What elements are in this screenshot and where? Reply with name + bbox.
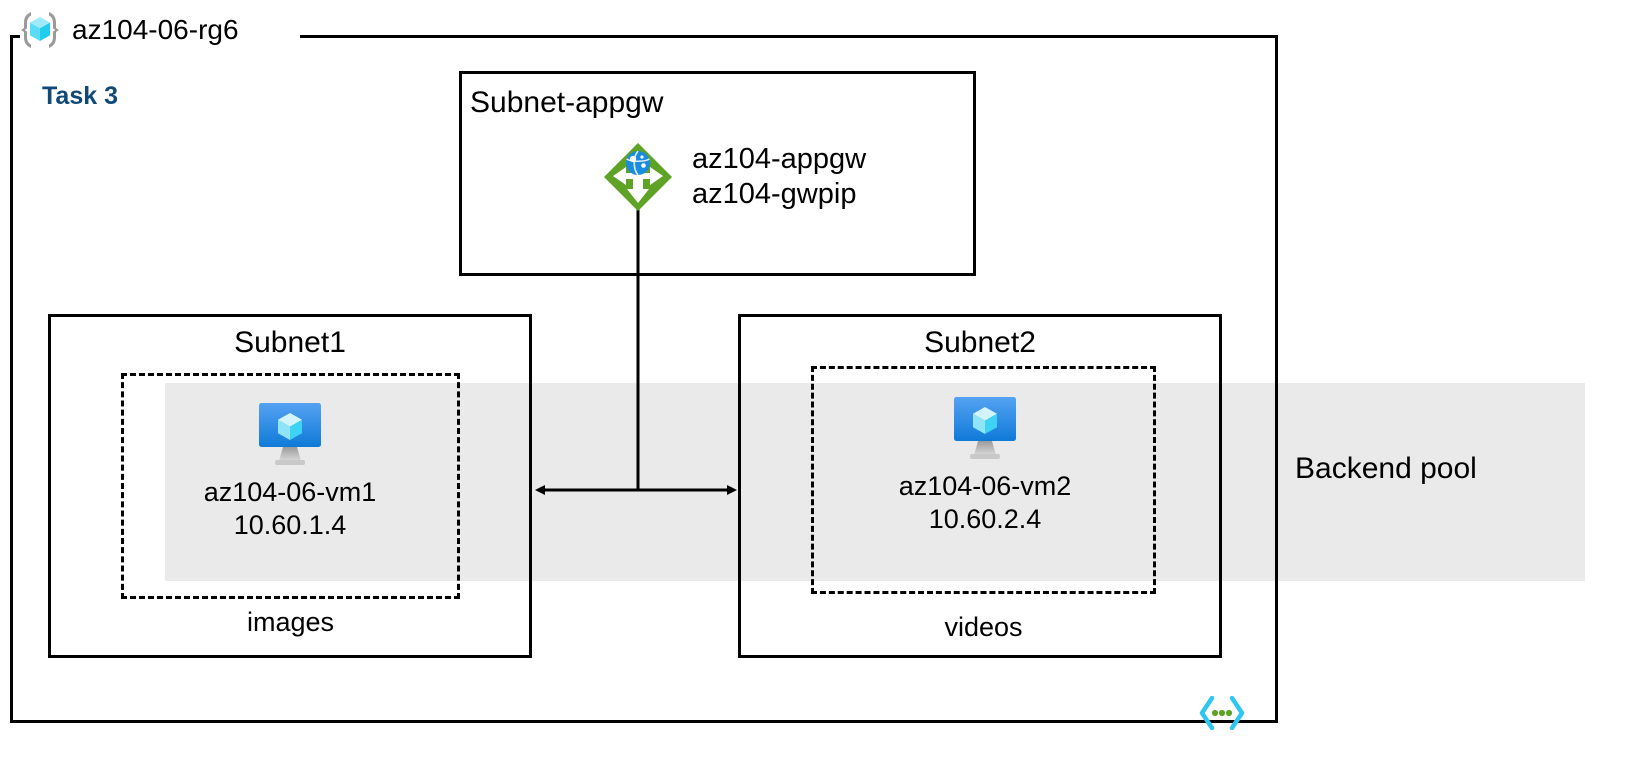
subnet2-sublabel: videos <box>944 612 1023 642</box>
subnet2-vm-name: az104-06-vm2 <box>898 471 1072 501</box>
virtual-machine-icon <box>140 400 440 468</box>
application-gateway-labels: az104-appgw az104-gwpip <box>692 142 866 213</box>
application-gateway-node: az104-appgw az104-gwpip <box>598 137 866 217</box>
task-badge: Task 3 <box>42 82 118 110</box>
virtual-machine-icon <box>835 394 1135 462</box>
backend-pool-label: Backend pool <box>1295 452 1477 485</box>
subnet1-vm: az104-06-vm1 10.60.1.4 <box>140 400 440 542</box>
subnet1-vm-ip: 10.60.1.4 <box>233 509 347 540</box>
subnet2-title: Subnet2 <box>924 326 1036 359</box>
backend-pool-band <box>165 383 1585 581</box>
resource-group-header: az104-06-rg6 <box>18 8 239 52</box>
application-gateway-name: az104-appgw <box>692 142 867 175</box>
code-brackets-icon <box>1196 695 1248 731</box>
subnet1-title: Subnet1 <box>234 326 346 359</box>
subnet2-box <box>738 314 1222 658</box>
resource-group-name: az104-06-rg6 <box>72 14 239 45</box>
subnet2-vm-group-box <box>811 366 1156 594</box>
subnet-appgw-title: Subnet-appgw <box>470 86 664 119</box>
subnet2-vm: az104-06-vm2 10.60.2.4 <box>835 394 1135 536</box>
subnet1-box <box>48 314 532 658</box>
resource-group-title-notch <box>20 24 300 48</box>
resource-group-frame <box>10 35 1278 723</box>
subnet1-sublabel: images <box>246 607 335 637</box>
gateway-public-ip-name: az104-gwpip <box>692 178 857 210</box>
subnet1-vm-group-box <box>121 373 460 599</box>
subnet1-vm-name: az104-06-vm1 <box>203 477 377 507</box>
resource-group-icon <box>18 8 62 52</box>
subnet2-vm-ip: 10.60.2.4 <box>928 503 1042 534</box>
application-gateway-icon <box>598 137 678 217</box>
subnet-appgw-box <box>459 71 976 276</box>
